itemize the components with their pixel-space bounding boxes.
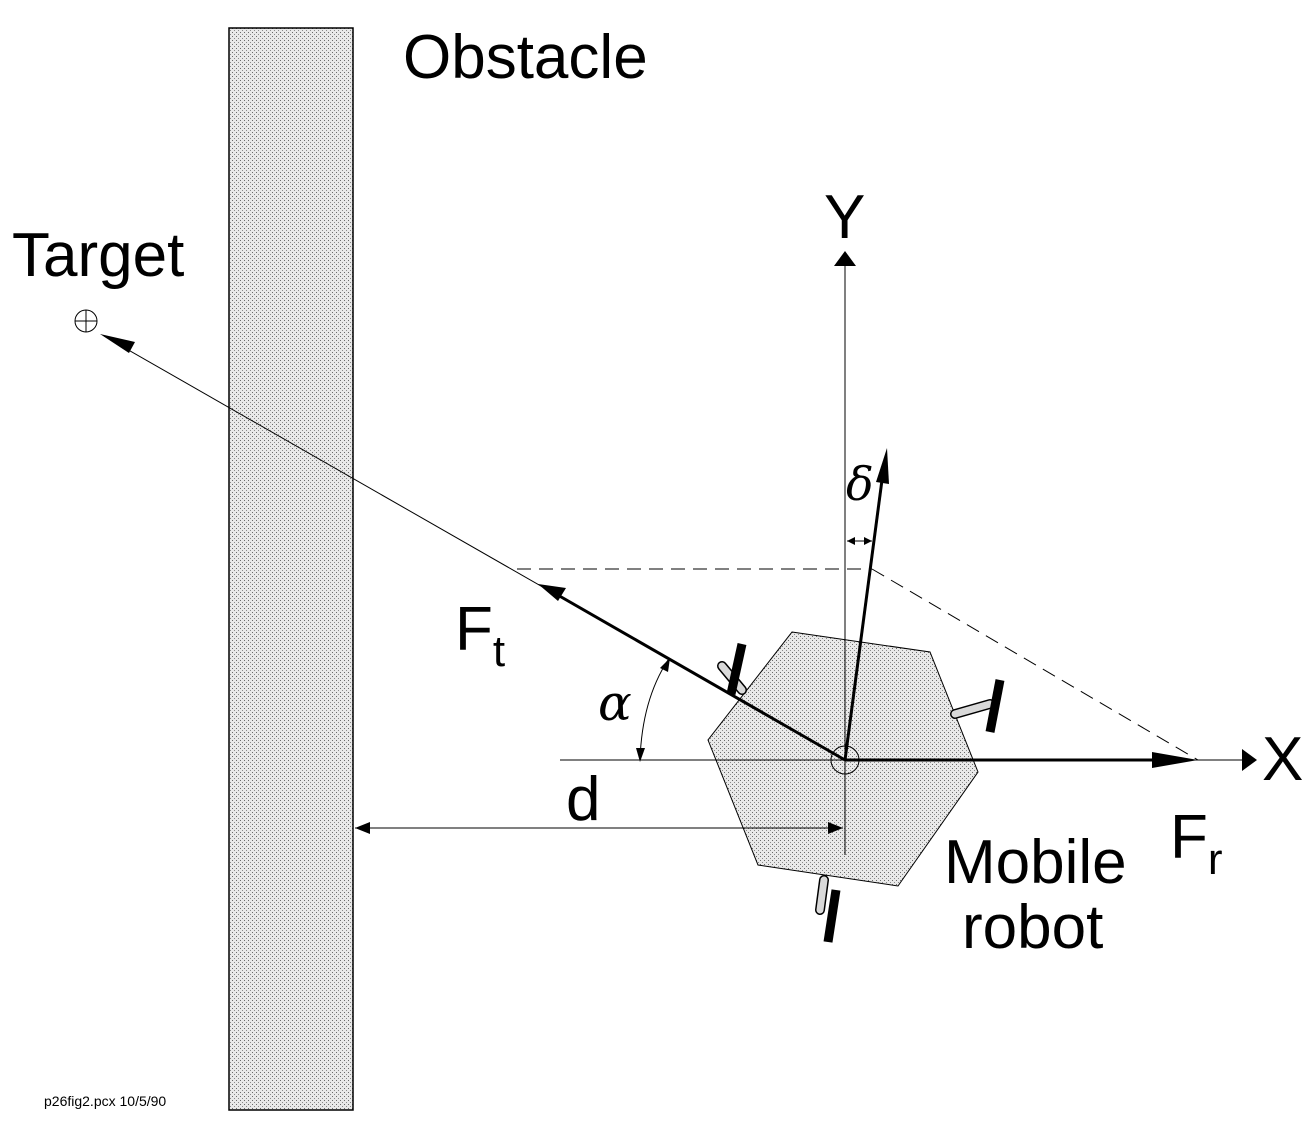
force-target-sub: t — [493, 627, 505, 676]
force-target-vector — [555, 592, 846, 762]
y-axis-label: Y — [824, 183, 865, 252]
alpha-arc-arrow-upper — [660, 658, 670, 672]
distance-arrow-right — [828, 822, 843, 834]
force-repulsive-sub: r — [1208, 835, 1223, 884]
resultant-vector — [843, 479, 884, 761]
y-axis-arrowhead — [834, 251, 856, 266]
dashed-construction-diagonal — [871, 568, 1199, 761]
target-marker — [74, 309, 98, 333]
x-axis-arrowhead — [1242, 749, 1257, 771]
force-repulsive-arrowhead — [1152, 752, 1198, 768]
obstacle-label: Obstacle — [403, 23, 648, 92]
alpha-angle-arc — [639, 659, 669, 761]
robot-label-line2: robot — [962, 893, 1103, 962]
force-target-label: Ft — [455, 595, 505, 676]
delta-angle-marker — [847, 537, 872, 545]
distance-label: d — [566, 765, 600, 834]
resultant-arrowhead — [876, 448, 889, 484]
obstacle-wall — [228, 27, 354, 1111]
robot-label-line1: Mobile — [944, 828, 1127, 897]
force-repulsive-label: Fr — [1170, 803, 1223, 884]
alpha-arc-arrow-lower — [636, 748, 645, 762]
alpha-label: α — [598, 674, 632, 732]
force-target-arrowhead — [538, 584, 566, 601]
robot-wheel-right — [950, 679, 1005, 733]
target-label: Target — [12, 221, 184, 290]
force-target-main: F — [455, 595, 493, 664]
footer-filename: p26fig2.pcx 10/5/90 — [44, 1093, 166, 1109]
target-arrowhead — [100, 334, 135, 353]
robot-wheel-top-left — [717, 643, 747, 695]
delta-label: δ — [846, 457, 874, 511]
force-repulsive-main: F — [1170, 803, 1208, 872]
x-axis-label: X — [1262, 725, 1303, 794]
distance-arrow-left — [355, 822, 370, 834]
robot-wheel-bottom — [815, 875, 841, 943]
